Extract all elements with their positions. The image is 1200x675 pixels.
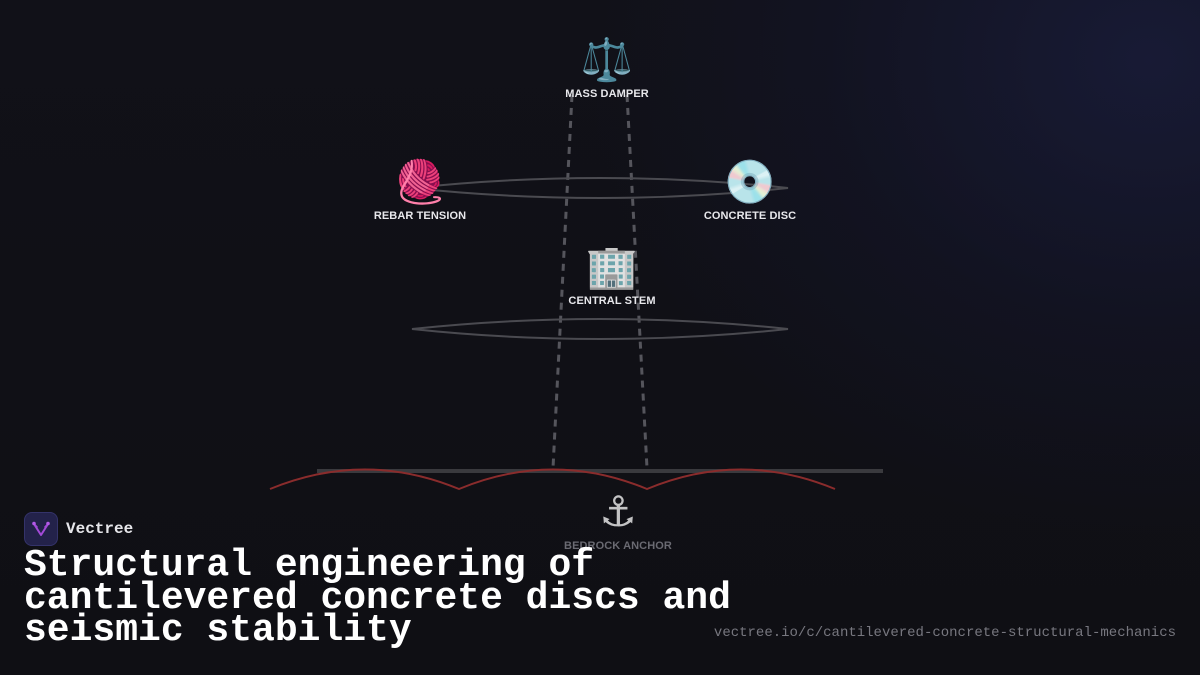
seismic-wave [269,468,836,491]
node-concrete-disc: 💿 CONCRETE DISC [704,157,796,222]
yarn-ball-icon: 🧶 [393,157,447,206]
upper-disc-outline [411,177,789,199]
page-url: vectree.io/c/cantilevered-concrete-struc… [713,625,1176,641]
node-label: MASS DAMPER [565,88,649,100]
node-label: CENTRAL STEM [568,295,656,307]
stem-left-edge [551,94,574,469]
brand-name: Vectree [66,520,134,538]
office-building-icon: 🏢 [585,242,639,291]
node-label: REBAR TENSION [373,210,467,222]
disc-icon: 💿 [723,157,777,206]
balance-scale-icon: ⚖️ [580,35,634,84]
node-bedrock-anchor: ⚓ BEDROCK ANCHOR [564,487,672,552]
anchor-icon: ⚓ [599,487,637,536]
node-rebar-tension: 🧶 REBAR TENSION [374,157,466,222]
lower-disc-outline [411,318,789,340]
page-title: Structural engineering of cantilevered c… [24,544,731,652]
brand: Vectree [24,512,133,546]
node-mass-damper: ⚖️ MASS DAMPER [565,35,649,100]
vectree-logo-icon [24,512,58,546]
stem-right-edge [625,94,649,469]
node-central-stem: 🏢 CENTRAL STEM [568,242,655,307]
node-label: BEDROCK ANCHOR [564,540,672,552]
node-label: CONCRETE DISC [703,210,797,222]
